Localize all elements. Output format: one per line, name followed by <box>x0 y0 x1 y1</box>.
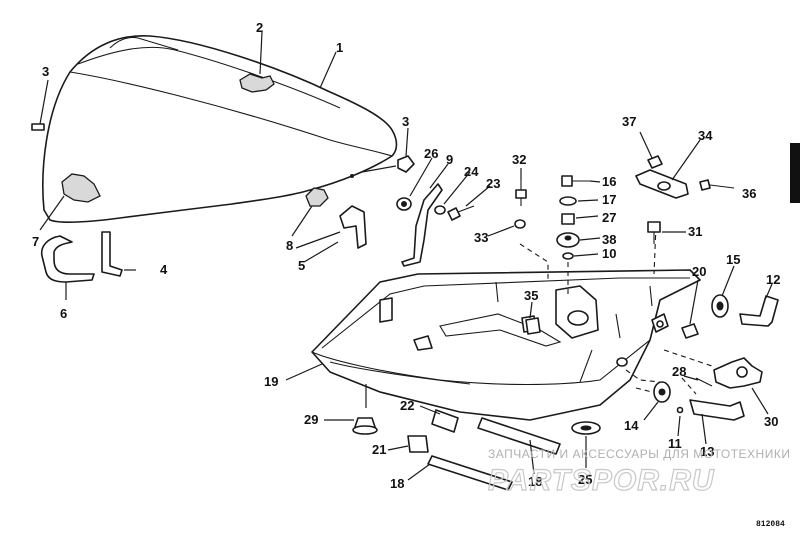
latch-lever-9 <box>401 183 443 267</box>
screw-11 <box>676 406 684 414</box>
callout-25: 25 <box>578 472 592 487</box>
nut-33 <box>514 219 526 229</box>
callout-14: 14 <box>624 418 639 433</box>
callout-6: 6 <box>60 306 67 321</box>
callout-24: 24 <box>464 164 479 179</box>
callout-labels: 1 2 3 3 4 5 6 7 8 9 10 11 12 13 14 15 16… <box>32 20 780 491</box>
side-tab <box>790 143 800 203</box>
screw-36 <box>699 179 735 191</box>
screw-23 <box>447 205 475 221</box>
callout-27: 27 <box>602 210 616 225</box>
callout-36: 36 <box>742 186 756 201</box>
callout-4: 4 <box>160 262 168 277</box>
upper-cover <box>42 34 398 223</box>
washer-24 <box>434 205 446 215</box>
pin-20 <box>681 323 699 339</box>
callout-22: 22 <box>400 398 414 413</box>
callout-26: 26 <box>424 146 438 161</box>
grommet-15 <box>711 294 729 318</box>
leader-lines <box>39 31 773 481</box>
washer-17 <box>559 196 577 206</box>
callout-29: 29 <box>304 412 318 427</box>
callout-32: 32 <box>512 152 526 167</box>
screw-29 <box>352 417 378 435</box>
screw-3-left <box>31 79 49 131</box>
screw-3-right <box>361 155 415 173</box>
screw-37 <box>647 155 663 169</box>
callout-7: 7 <box>32 234 39 249</box>
callout-11: 11 <box>668 436 682 451</box>
screw-28 <box>695 377 713 387</box>
callout-10: 10 <box>602 246 616 261</box>
bracket-34 <box>635 169 689 199</box>
callout-2: 2 <box>256 20 263 35</box>
screw-16 <box>561 175 590 187</box>
watermark-logo: PARTSPOR.RU <box>488 464 715 497</box>
lower-cover <box>311 225 713 421</box>
callout-33: 33 <box>474 230 488 245</box>
strip-18-upper <box>477 417 561 455</box>
knob-12 <box>739 295 779 327</box>
callout-30: 30 <box>764 414 778 429</box>
grommet-21 <box>407 435 429 453</box>
callout-23: 23 <box>486 176 500 191</box>
callout-1: 1 <box>336 40 343 55</box>
bushing-26 <box>396 197 412 211</box>
callout-5: 5 <box>298 258 305 273</box>
callout-13: 13 <box>700 444 714 459</box>
callout-20: 20 <box>692 264 706 279</box>
handle-6 <box>40 235 95 283</box>
bracket-5 <box>303 205 367 263</box>
callout-38: 38 <box>602 232 616 247</box>
callout-3-right: 3 <box>402 114 409 129</box>
grommet-25 <box>571 421 601 435</box>
valve-30 <box>713 357 763 389</box>
grommet-22 <box>431 409 459 433</box>
bracket-4 <box>101 231 136 277</box>
callout-18-a: 18 <box>528 474 542 489</box>
callout-17: 17 <box>602 192 616 207</box>
spacer-27 <box>561 213 575 225</box>
grommet-38 <box>556 232 580 248</box>
callout-19: 19 <box>264 374 278 389</box>
clip-35 <box>525 317 541 335</box>
screw-32 <box>515 180 527 206</box>
callout-16: 16 <box>602 174 616 189</box>
strip-18-lower <box>427 455 513 491</box>
callout-31: 31 <box>688 224 702 239</box>
screw-31 <box>647 221 661 244</box>
callout-34: 34 <box>698 128 713 143</box>
figure-code: 812084 <box>756 520 785 529</box>
callout-12: 12 <box>766 272 780 287</box>
callout-15: 15 <box>726 252 740 267</box>
grommet-14 <box>653 381 671 403</box>
callout-8: 8 <box>286 238 293 253</box>
callout-3-left: 3 <box>42 64 49 79</box>
watermark-line: ЗАПЧАСТИ И АКСЕССУАРЫ ДЛЯ МОТОТЕХНИКИ <box>488 447 790 461</box>
watermark: ЗАПЧАСТИ И АКСЕССУАРЫ ДЛЯ МОТОТЕХНИКИ PA… <box>487 447 790 498</box>
callout-18-b: 18 <box>390 476 404 491</box>
callout-35: 35 <box>524 288 538 303</box>
washer-10 <box>562 252 574 260</box>
callout-37: 37 <box>622 114 636 129</box>
lever-13 <box>689 399 745 421</box>
callout-9: 9 <box>446 152 453 167</box>
callout-28: 28 <box>672 364 686 379</box>
callout-21: 21 <box>372 442 386 457</box>
